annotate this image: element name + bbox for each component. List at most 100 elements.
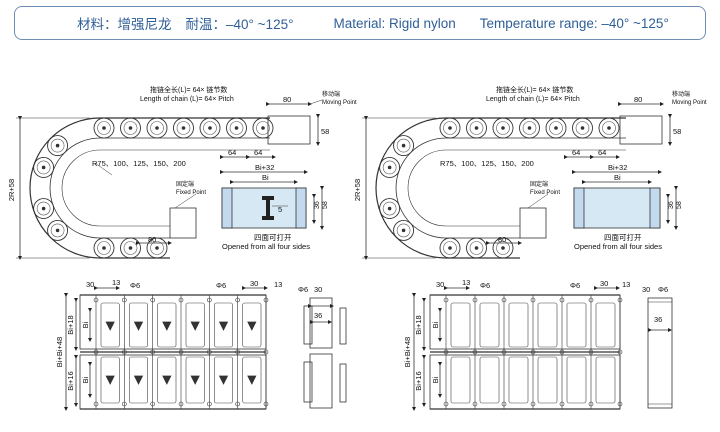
right-bottom-link-ring bbox=[492, 237, 514, 259]
left-top-link-inner bbox=[123, 121, 138, 135]
rb-hole bbox=[501, 349, 507, 355]
rb-d36: 36 bbox=[654, 315, 662, 324]
left-open-en: Opened from all four sides bbox=[222, 242, 310, 251]
left-top-link-inner bbox=[176, 121, 191, 135]
right-top-link-pin bbox=[448, 126, 452, 130]
rb-d30c: 30 bbox=[642, 285, 650, 294]
rb-hole bbox=[530, 349, 536, 355]
left-top-link-inner bbox=[203, 121, 217, 135]
rb-crossbar-top bbox=[566, 302, 587, 348]
left-bottom-link-pin bbox=[102, 246, 106, 250]
right-arc-link-pin bbox=[401, 143, 406, 148]
right-arc-link-pin bbox=[387, 165, 392, 170]
cn-temperature-label: 耐温：–40° ~125° bbox=[185, 17, 294, 32]
left-top-link-inner bbox=[97, 121, 111, 135]
right-moving-point-en: Moving Point bbox=[672, 100, 707, 106]
right-section-view bbox=[572, 170, 678, 230]
left-top-link-ring bbox=[93, 117, 115, 139]
rb-hole bbox=[588, 349, 594, 355]
lb-hole bbox=[263, 349, 269, 355]
lb-crossbar-top bbox=[100, 302, 120, 348]
lb-d30b: 30 bbox=[250, 279, 258, 288]
lb-marker bbox=[190, 375, 200, 385]
left-top-link-inner bbox=[150, 121, 164, 135]
left-open-cn: 四面可打开 bbox=[254, 232, 292, 242]
left-arc-link-pin bbox=[41, 165, 46, 170]
lb-d30a: 30 bbox=[86, 280, 94, 289]
left-arc-link-pin bbox=[55, 143, 60, 148]
right-top-link-inner bbox=[549, 121, 563, 135]
right-chain-length-en: Length of chain (L)= 64× Pitch bbox=[486, 96, 580, 103]
lb-hole bbox=[178, 297, 184, 303]
rb-hole bbox=[588, 401, 594, 407]
lb-marker bbox=[247, 375, 257, 385]
right-top-link-inner bbox=[602, 121, 616, 135]
lb-crossbar-bottom bbox=[100, 356, 120, 404]
right-dim-80-top: 80 bbox=[634, 95, 642, 104]
right-arc-link-ring bbox=[379, 198, 401, 219]
rb-hole bbox=[501, 401, 507, 407]
rb-hole bbox=[443, 349, 449, 355]
right-open-cn: 四面可打开 bbox=[604, 232, 642, 242]
left-dim-64a: 64 bbox=[228, 148, 236, 157]
lb-hole bbox=[150, 401, 155, 407]
left-top-link-ring bbox=[120, 117, 141, 139]
left-top-link-ring bbox=[199, 117, 221, 139]
lb-crossbar-top bbox=[214, 302, 233, 348]
lb-crossbar-top bbox=[129, 302, 148, 348]
rb-hole bbox=[617, 297, 623, 303]
rb-crossbar-top bbox=[595, 302, 616, 348]
left-top-link-pin bbox=[155, 126, 159, 130]
rb-crossbar-bottom bbox=[450, 356, 471, 404]
lb-d36: 36 bbox=[314, 311, 322, 320]
rb-hole bbox=[588, 297, 594, 303]
lb-bi16: Bi+16 bbox=[66, 371, 75, 390]
left-chain-length-cn: 拖链全长(L)= 64× 链节数 bbox=[150, 85, 227, 94]
lb-marker bbox=[133, 375, 144, 385]
right-dim-58: 58 bbox=[673, 127, 681, 136]
left-top-link-ring bbox=[252, 117, 274, 139]
lb-hole bbox=[235, 349, 240, 355]
lb-hole bbox=[178, 349, 184, 355]
lb-crossbar-bottom bbox=[129, 356, 148, 404]
lb-bia: Bi bbox=[81, 321, 90, 328]
right-arc-link-inner bbox=[396, 138, 411, 153]
right-plan-view bbox=[412, 286, 673, 411]
rb-bi18: Bi+18 bbox=[414, 315, 423, 334]
lb-bib: Bi bbox=[81, 376, 90, 383]
right-top-link-ring bbox=[519, 117, 540, 139]
left-side-view bbox=[16, 99, 323, 260]
right-arc-link-ring bbox=[393, 219, 415, 241]
lb-crossbar-bottom bbox=[242, 356, 262, 404]
rb-hole bbox=[443, 401, 449, 407]
lb-marker bbox=[105, 375, 115, 385]
left-dim-80-bottom: 80 bbox=[148, 235, 156, 244]
right-dim-64b: 64 bbox=[598, 148, 606, 157]
right-arc-link-inner bbox=[382, 160, 397, 175]
lb-marker bbox=[133, 321, 144, 331]
lb-phi6c: Φ6 bbox=[298, 285, 308, 294]
lb-crossbar-bottom bbox=[157, 356, 177, 404]
material-banner: 材料：增强尼龙 耐温：–40° ~125° Material: Rigid ny… bbox=[14, 6, 706, 40]
left-top-link-pin bbox=[261, 126, 265, 130]
right-top-link-ring bbox=[466, 117, 487, 139]
lb-hole bbox=[122, 297, 127, 303]
left-bottom-link-inner bbox=[123, 241, 138, 255]
rb-hole bbox=[559, 401, 565, 407]
right-section-dim-58: 58 bbox=[676, 201, 683, 209]
rb-crossbar-bottom bbox=[566, 356, 587, 404]
rb-crossbar-top bbox=[508, 302, 529, 348]
rb-crossbar-bottom bbox=[508, 356, 529, 404]
right-dim-80-bottom: 80 bbox=[498, 235, 506, 244]
lb-hole bbox=[263, 401, 269, 407]
left-arc-link-inner bbox=[50, 223, 65, 238]
lb-crossbar-top bbox=[157, 302, 177, 348]
right-section-bi32: Bi+32 bbox=[608, 163, 627, 172]
lb-marker bbox=[218, 321, 229, 331]
right-arc-link-ring bbox=[379, 157, 401, 178]
right-bottom-link-ring bbox=[466, 237, 487, 259]
rb-crossbar-top bbox=[537, 302, 558, 348]
lb-hole bbox=[178, 401, 184, 407]
left-bottom-link-ring bbox=[93, 237, 115, 259]
right-top-link-inner bbox=[469, 121, 484, 135]
